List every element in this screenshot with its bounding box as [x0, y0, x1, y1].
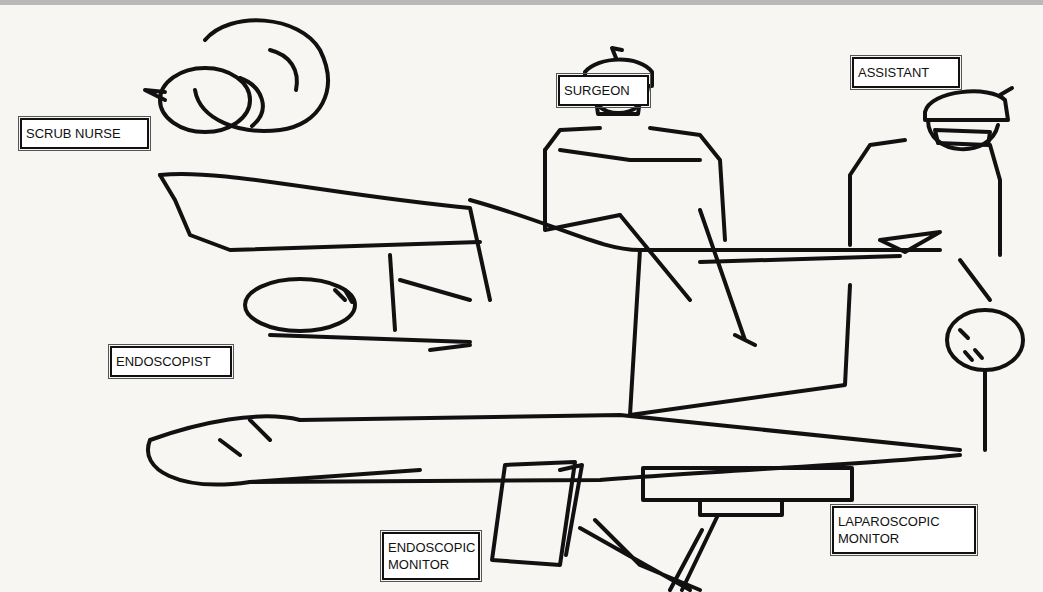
role-label-box: ENDOSCOPIST [110, 346, 232, 377]
top-edge [0, 0, 1043, 5]
scrub-nurse-mask [240, 78, 263, 126]
surgeon-shoulders [545, 128, 725, 240]
scrub-nurse-ear [270, 50, 297, 90]
patient-head [947, 310, 1023, 370]
patient-hair [960, 330, 982, 360]
role-label-box: LAPAROSCOPIC MONITOR [832, 506, 976, 554]
scrub-nurse-nose [145, 90, 165, 100]
scrub-nurse-head [195, 20, 328, 131]
table-end [960, 260, 990, 450]
role-label: ASSISTANT [858, 64, 954, 81]
endoscopist-head [245, 279, 355, 331]
role-label: LAPAROSCOPIC MONITOR [838, 513, 970, 547]
endoscope-scope [270, 335, 470, 350]
endoscopic-monitor-stand [580, 520, 700, 590]
laparoscopic-instruments [620, 210, 755, 345]
endoscopic-monitor-screen [492, 462, 582, 565]
role-label-box: SURGEON [558, 75, 649, 106]
endoscopist-eyes [335, 290, 352, 302]
endoscopist-sleeve [160, 175, 480, 250]
laparoscopic-monitor-stand [670, 500, 782, 590]
role-label-box: SCRUB NURSE [20, 118, 149, 149]
assistant-mask [935, 130, 990, 145]
role-label: SCRUB NURSE [26, 125, 143, 142]
role-label-box: ENDOSCOPIC MONITOR [382, 532, 480, 580]
assistant-face [928, 120, 998, 149]
role-label: SURGEON [564, 82, 643, 99]
assistant-cap [925, 88, 1012, 120]
scrub-nurse-face [160, 68, 250, 132]
endoscopist-hand [390, 255, 470, 330]
laparoscopic-monitor-screen [643, 468, 852, 500]
role-label-box: ASSISTANT [852, 57, 960, 88]
role-label: ENDOSCOPIST [116, 353, 226, 370]
role-label: ENDOSCOPIC MONITOR [388, 539, 474, 573]
assistant-instrument [700, 232, 940, 262]
table-edge [300, 415, 960, 450]
endoscopist-body [148, 416, 420, 484]
assistant-body [850, 140, 1000, 255]
surgical-drape [630, 250, 850, 415]
